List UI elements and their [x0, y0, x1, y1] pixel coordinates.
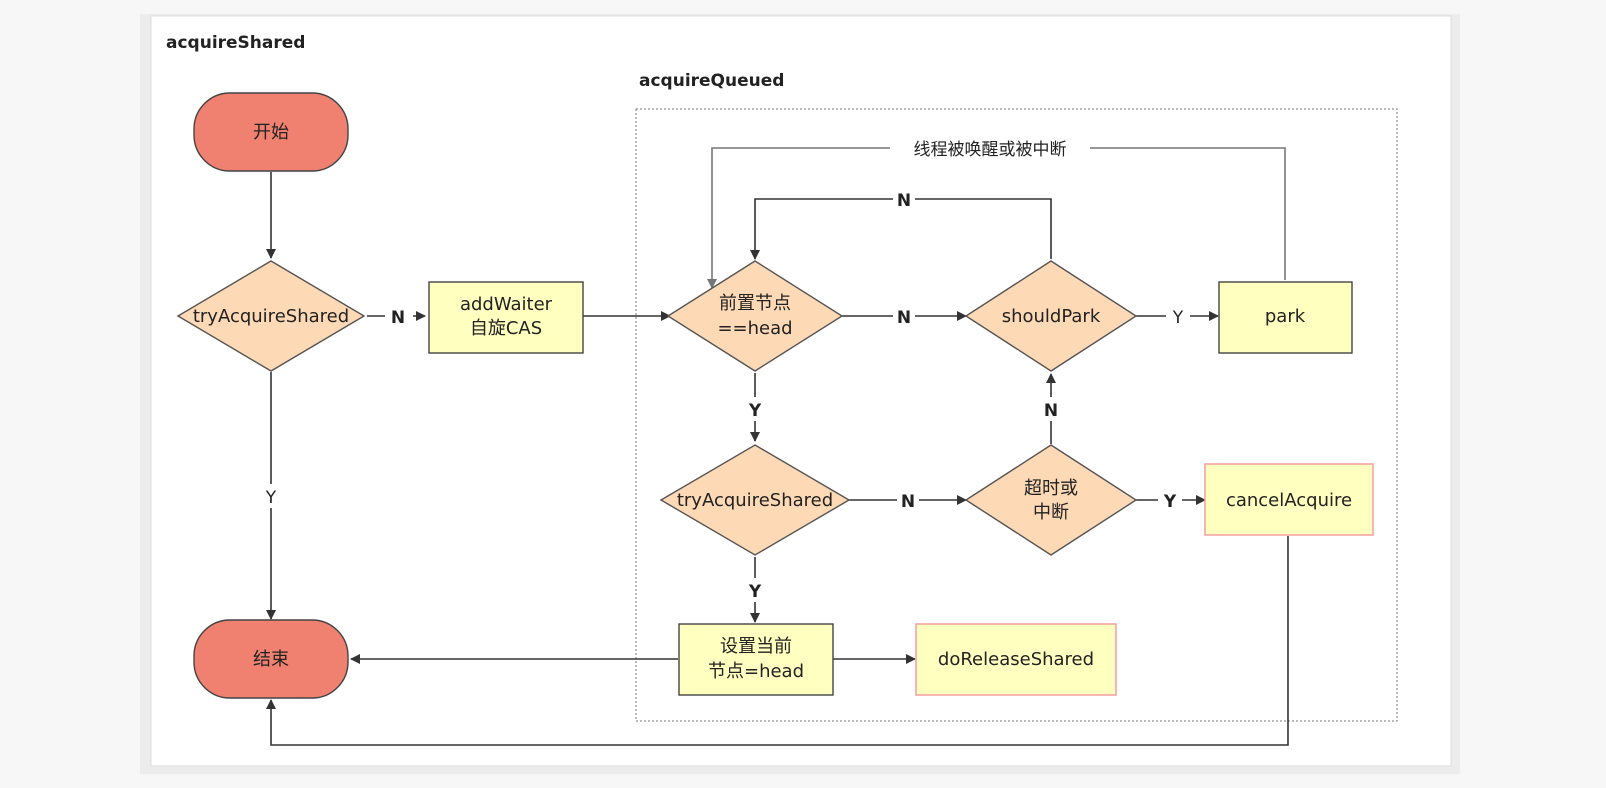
add-waiter-label-1: addWaiter: [460, 294, 553, 315]
edge-label-loop-n: N: [897, 191, 911, 211]
edge-label-innertry-n: N: [901, 492, 915, 512]
edge-label-innertry-y: Y: [748, 582, 762, 602]
edge-cancel-to-end: [266, 536, 1289, 746]
prev-is-head-label-1: 前置节点: [719, 293, 791, 314]
cancel-acquire-label: cancelAcquire: [1226, 490, 1352, 511]
try-acquire-shared-label: tryAcquireShared: [193, 306, 349, 327]
timeout-label-1: 超时或: [1024, 478, 1078, 499]
set-head-node: [678, 623, 834, 696]
do-release-shared-label: doReleaseShared: [938, 649, 1094, 670]
edge-label-prev-y: Y: [748, 401, 762, 421]
label-bg: [893, 305, 915, 327]
label-bg: [1166, 305, 1190, 327]
edge-label-wakeup: 线程被唤醒或被中断: [914, 140, 1067, 160]
label-bg: [1040, 397, 1062, 421]
cancel-acquire-node: [1204, 463, 1374, 536]
end-label: 结束: [253, 649, 289, 670]
timeout-label-2: 中断: [1033, 502, 1069, 523]
add-waiter-node: [428, 281, 584, 354]
should-park-decision: [964, 260, 1138, 372]
label-bg: [743, 578, 767, 602]
edge-label-timeout-n: N: [1044, 401, 1058, 421]
label-bg: [890, 134, 1090, 160]
inner-try-acquire-shared-label: tryAcquireShared: [677, 490, 833, 511]
inner-title: acquireQueued: [639, 71, 784, 91]
prev-is-head-decision: [666, 260, 844, 372]
inner-try-acquire-shared-decision: [659, 444, 851, 556]
edge-label-park-y: Y: [1172, 308, 1184, 328]
edge-label-outer-y: Y: [265, 488, 277, 508]
timeout-or-interrupt-decision: [964, 444, 1138, 556]
label-bg: [258, 484, 284, 508]
try-acquire-shared-decision: [176, 260, 366, 372]
outer-title: acquireShared: [166, 33, 305, 53]
start-label: 开始: [253, 122, 289, 143]
prev-is-head-label-2: ==head: [717, 318, 792, 339]
park-label: park: [1265, 306, 1306, 327]
label-bg: [385, 305, 413, 327]
set-head-label-1: 设置当前: [720, 636, 792, 657]
label-bg: [1158, 489, 1182, 511]
edge-label-timeout-y: Y: [1163, 492, 1177, 512]
set-head-label-2: 节点=head: [708, 661, 804, 682]
do-release-shared-node: [915, 623, 1117, 696]
start-node: [193, 92, 349, 172]
label-bg: [897, 489, 919, 511]
should-park-label: shouldPark: [1002, 306, 1101, 327]
edge-label-prev-n: N: [897, 308, 911, 328]
end-node: [193, 619, 349, 699]
edge-label-outer-n: N: [391, 308, 405, 328]
label-bg: [743, 397, 767, 421]
add-waiter-label-2: 自旋CAS: [470, 318, 542, 339]
acquire-queued-group: [635, 108, 1398, 722]
park-node: [1218, 281, 1353, 354]
label-bg: [893, 188, 915, 210]
